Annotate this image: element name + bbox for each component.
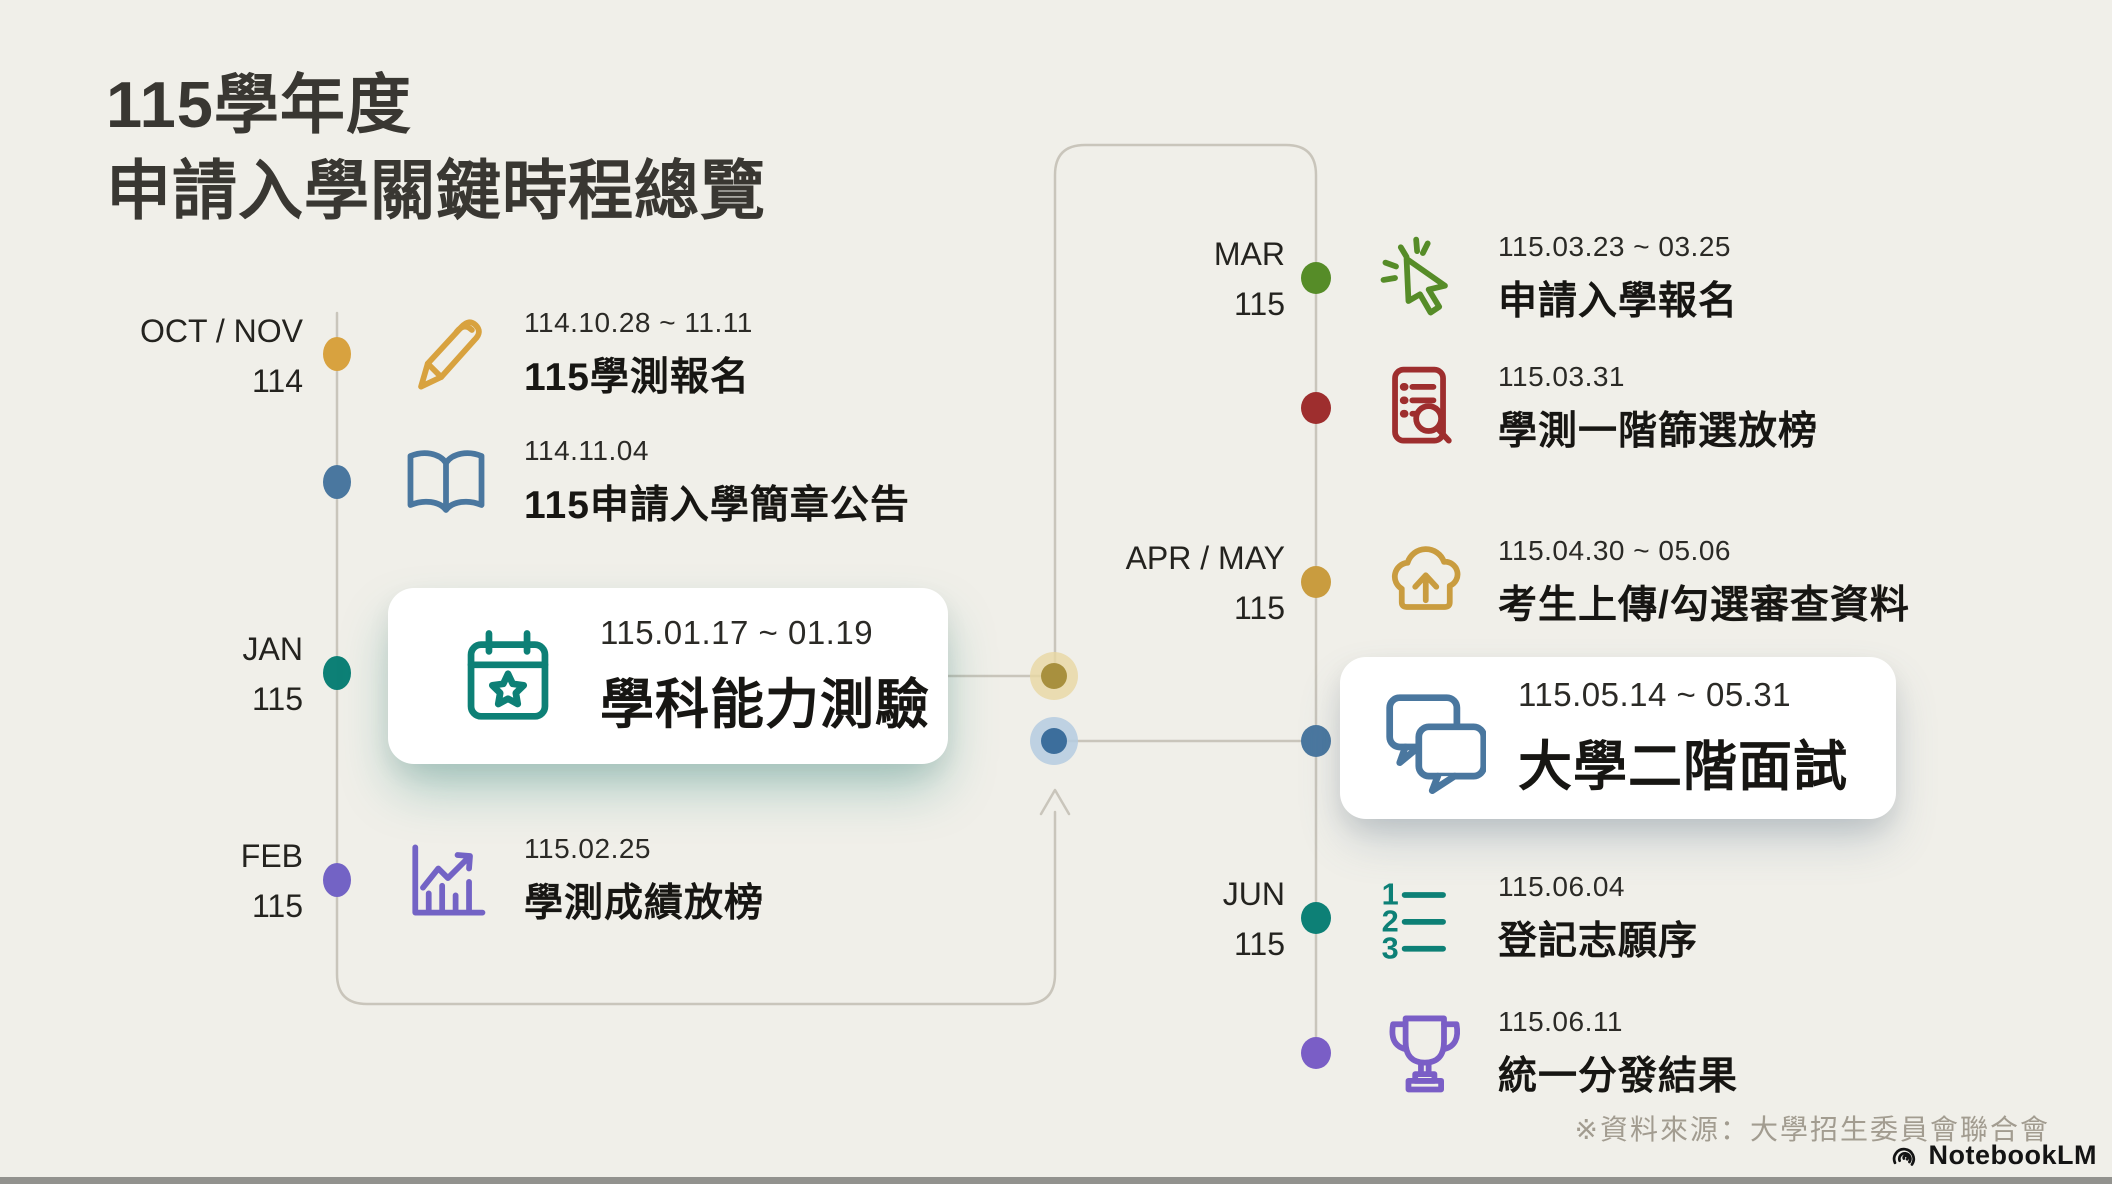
document-search-icon [1372,360,1468,456]
loop-and-right-timeline-path [1053,143,1318,1060]
event-guide-announce: 114.11.04 115申請入學簡章公告 [398,430,910,534]
event-title: 學測成績放榜 [524,881,765,925]
event-rank-register: 1 2 3 115.06.04 登記志願序 [1372,866,1698,970]
notebooklm-brand: NotebookLM [1889,1140,2097,1171]
month-label-jan: JAN 115 [243,624,303,724]
dot-apr-may [1301,566,1331,598]
event-texts: 115.05.14 ~ 05.31 大學二階面試 [1518,676,1848,801]
cursor-click-icon [1372,230,1468,326]
event-texts: 115.03.23 ~ 03.25 申請入學報名 [1498,231,1738,326]
dot-feb [323,863,351,897]
month-text: OCT / NOV [140,313,303,349]
event-date: 115.06.04 [1498,870,1625,902]
event-title: 統一分發結果 [1498,1054,1739,1098]
event-title: 大學二階面試 [1518,736,1848,797]
event-texts: 115.04.30 ~ 05.06 考生上傳/勾選審查資料 [1498,535,1910,630]
year-text: 115 [251,888,303,924]
event-date: 114.11.04 [524,434,649,466]
event-texts: 115.01.17 ~ 01.19 學科能力測驗 [600,614,930,739]
chart-rise-icon [398,832,494,928]
year-text: 115 [1233,286,1285,322]
event-date: 115.04.30 ~ 05.06 [1498,534,1731,566]
event-texts: 115.02.25 學測成績放榜 [524,833,764,928]
chat-bubbles-icon [1374,682,1486,794]
dot-mar-2 [1301,392,1331,424]
source-note: ※資料來源：大學招生委員會聯合會 [1574,1114,2050,1145]
event-stage1-result: 115.03.31 學測一階篩選放榜 [1372,356,1818,460]
dot-jan [323,656,351,690]
trophy-icon [1372,1005,1468,1101]
dot-nov [323,465,351,499]
dot-upper-junction [1041,663,1067,689]
month-label-feb: FEB 115 [241,831,303,931]
event-date: 115.01.17 ~ 01.19 [600,613,874,651]
month-label-mar: MAR 115 [1214,229,1285,329]
month-label-oct-nov: OCT / NOV 114 [140,306,303,406]
highlight-card-interview: 115.05.14 ~ 05.31 大學二階面試 [1340,657,1896,819]
dot-jun-2 [1301,1037,1331,1069]
year-text: 115 [1233,926,1285,962]
page-title-line2: 申請入學關鍵時程總覽 [106,154,767,227]
event-texts: 115.06.11 統一分發結果 [1498,1006,1738,1101]
event-date: 115.06.11 [1498,1005,1623,1037]
event-date: 115.03.23 ~ 03.25 [1498,230,1731,262]
highlight-card-gsat: 115.01.17 ~ 01.19 學科能力測驗 [388,588,948,764]
left-timeline-path [335,311,1057,1006]
event-title: 申請入學報名 [1498,279,1739,323]
event-date: 115.03.31 [1498,360,1625,392]
event-title: 115申請入學簡章公告 [524,483,910,527]
numbered-list-icon: 1 2 3 [1372,870,1468,966]
calendar-star-icon [452,620,564,732]
dot-mar [1301,262,1331,294]
month-text: JUN [1222,876,1285,912]
event-apply-signup: 115.03.23 ~ 03.25 申請入學報名 [1372,226,1738,330]
year-text: 115 [251,681,303,717]
up-arrow-icon [1039,788,1071,816]
cloud-upload-icon [1372,534,1468,630]
dot-may [1301,725,1331,757]
event-title: 115學測報名 [524,355,750,399]
dot-jun [1301,902,1331,934]
bottom-edge-bar [0,1177,2112,1184]
event-upload-review: 115.04.30 ~ 05.06 考生上傳/勾選審查資料 [1372,530,1910,634]
svg-text:3: 3 [1382,930,1399,965]
month-label-apr-may: APR / MAY 115 [1126,533,1285,633]
event-title: 學測一階篩選放榜 [1498,409,1819,453]
page-title-line1: 115學年度 [106,68,412,141]
event-title: 學科能力測驗 [600,674,930,735]
event-texts: 114.11.04 115申請入學簡章公告 [524,435,910,530]
month-text: MAR [1213,236,1285,272]
open-book-icon [398,434,494,530]
month-text: APR / MAY [1125,540,1285,576]
event-title: 考生上傳/勾選審查資料 [1498,583,1910,627]
brand-name: NotebookLM [1928,1140,2097,1170]
year-text: 115 [1233,590,1285,626]
event-score-release: 115.02.25 學測成績放榜 [398,828,764,932]
month-text: JAN [242,631,303,667]
svg-text:2: 2 [1382,903,1399,938]
event-texts: 115.03.31 學測一階篩選放榜 [1498,361,1818,456]
event-date: 115.02.25 [524,832,651,864]
event-date: 114.10.28 ~ 11.11 [524,306,753,338]
timeline-lines [335,143,1318,1060]
page-title: 115學年度 申請入學關鍵時程總覽 [106,62,766,234]
year-text: 114 [251,363,303,399]
month-label-jun: JUN 115 [1223,869,1285,969]
notebooklm-logo-icon [1889,1143,1923,1169]
month-text: FEB [240,838,303,874]
svg-text:1: 1 [1382,877,1399,912]
event-texts: 115.06.04 登記志願序 [1498,871,1698,966]
dot-oct-nov [323,337,351,371]
event-date: 115.05.14 ~ 05.31 [1518,675,1792,713]
event-title: 登記志願序 [1498,919,1699,963]
dot-lower-junction [1041,728,1067,754]
event-shetest-signup: 114.10.28 ~ 11.11 115學測報名 [398,302,753,406]
event-final-placement: 115.06.11 統一分發結果 [1372,1001,1738,1105]
event-texts: 114.10.28 ~ 11.11 115學測報名 [524,307,753,402]
pen-icon [398,306,494,402]
